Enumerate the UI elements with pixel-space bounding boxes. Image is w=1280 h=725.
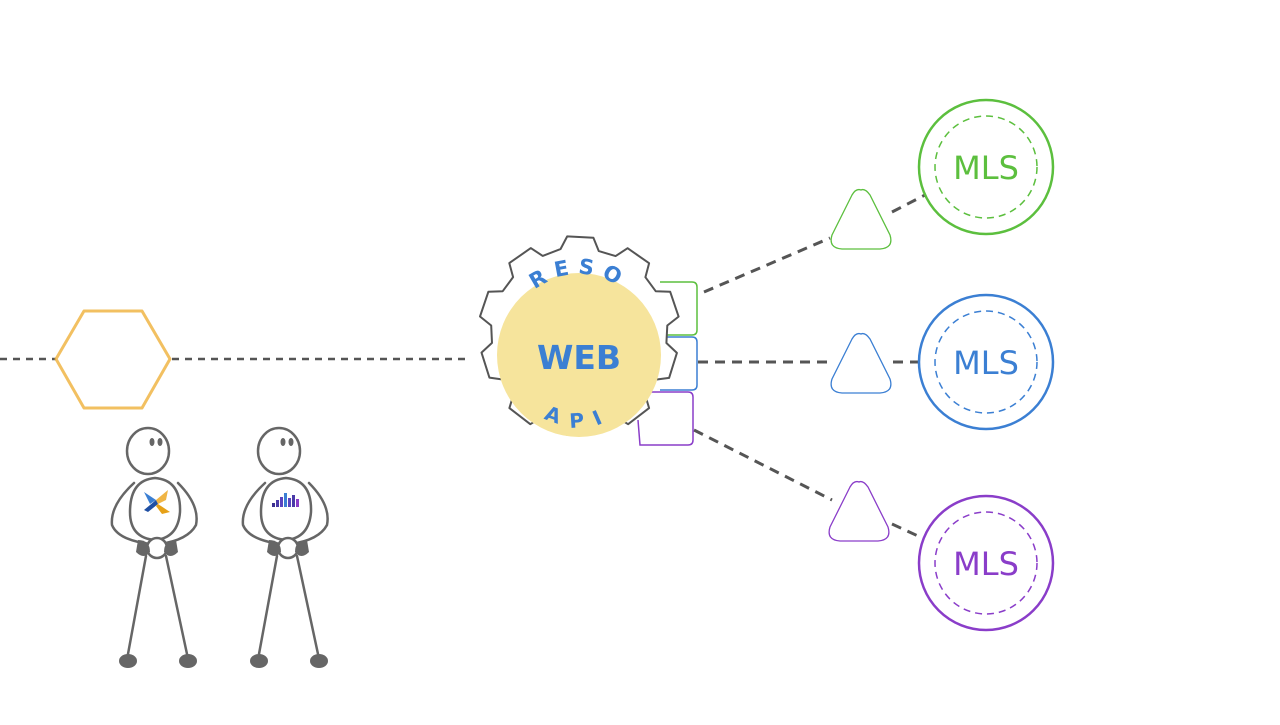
connector-purple-end xyxy=(891,522,919,538)
mls-label-green: MLS xyxy=(953,149,1019,187)
figure-2-legs xyxy=(257,554,320,656)
figure-1-body xyxy=(128,476,182,542)
gear-hub xyxy=(497,273,661,437)
stick-figure-2 xyxy=(241,426,329,668)
stick-figure-1 xyxy=(110,426,198,668)
hexagon-node xyxy=(54,309,172,410)
triangle-marker-blue xyxy=(830,332,892,394)
mls-node-blue: MLS xyxy=(917,293,1055,431)
connector-green xyxy=(703,236,831,294)
figure-1-legs xyxy=(126,554,189,656)
figure-1-arms xyxy=(110,481,152,546)
bar-chart-logo-icon xyxy=(272,493,299,507)
mls-label-purple: MLS xyxy=(953,545,1019,583)
figure-2-body xyxy=(259,476,313,542)
tab-purple xyxy=(637,391,694,446)
figure-1-head xyxy=(125,426,171,476)
connector-purple xyxy=(693,428,833,502)
triangle-marker-green xyxy=(830,188,892,250)
mls-node-purple: MLS xyxy=(917,494,1055,632)
mls-label-blue: MLS xyxy=(953,344,1019,382)
figure-2-arms xyxy=(241,481,283,546)
x-logo-icon xyxy=(144,490,170,514)
gear-center-label: WEB xyxy=(537,338,621,377)
figure-2-head xyxy=(256,426,302,476)
mls-node-green: MLS xyxy=(917,98,1055,236)
tab-green xyxy=(660,281,698,336)
gear-icon xyxy=(479,235,680,437)
triangle-marker-purple xyxy=(828,480,890,542)
tab-blue xyxy=(660,336,698,391)
connector-green-end xyxy=(891,193,926,214)
